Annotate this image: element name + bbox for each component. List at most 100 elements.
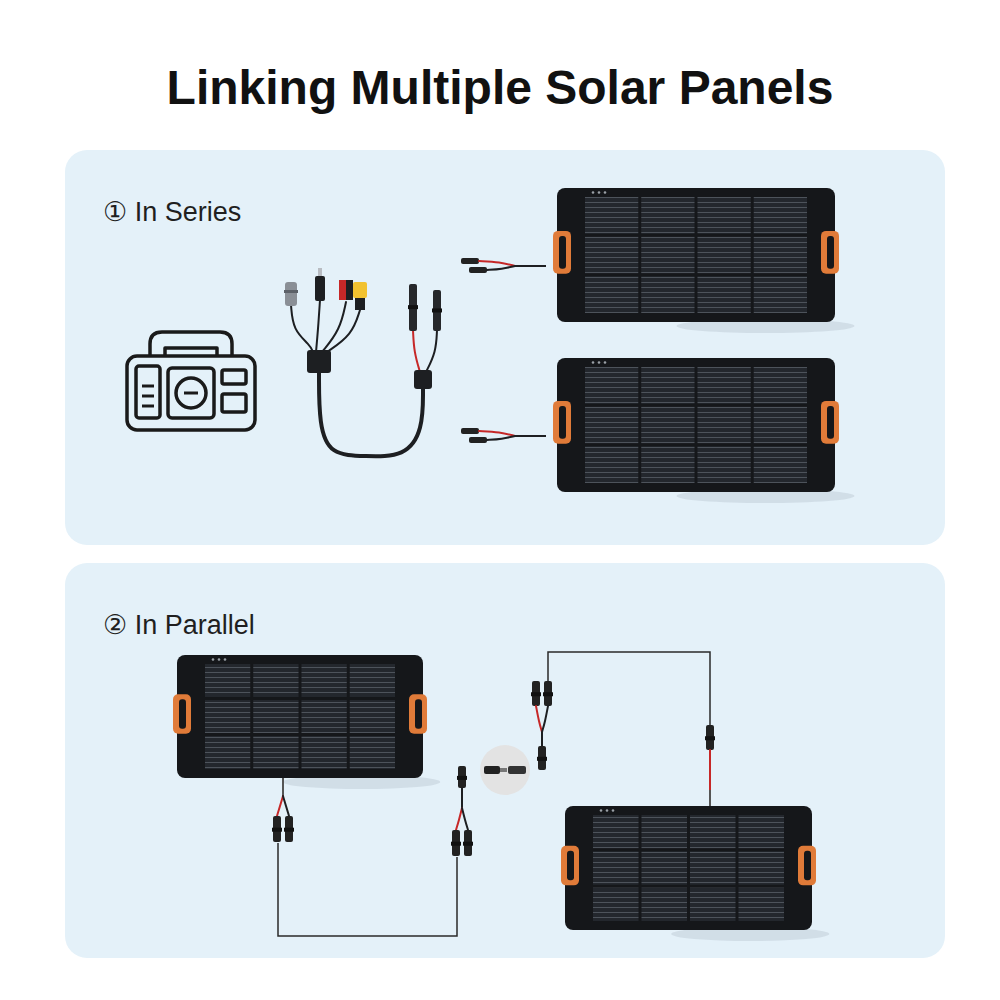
station-bar	[142, 405, 154, 408]
station-bar	[142, 395, 154, 398]
solar-panel	[557, 188, 835, 322]
solar-cell	[205, 736, 250, 769]
panel-dot	[598, 191, 601, 194]
panel-shadow	[283, 775, 440, 789]
mc4-connector	[461, 428, 479, 434]
mc4-collar	[457, 776, 467, 780]
panel-handle	[798, 846, 816, 886]
panel-dot	[606, 809, 609, 812]
mc4-connector	[285, 816, 293, 842]
solar-cell	[641, 407, 694, 444]
cable-line	[515, 435, 546, 437]
solar-cell	[641, 197, 694, 234]
wire	[327, 310, 360, 352]
solar-cell	[754, 446, 807, 483]
wire	[277, 796, 283, 816]
solar-cell	[641, 237, 694, 274]
solar-cell	[754, 197, 807, 234]
wire	[462, 808, 468, 830]
station-battery	[136, 366, 160, 418]
solar-cell	[698, 446, 751, 483]
cable	[319, 372, 423, 456]
mc4-connector	[458, 766, 466, 788]
solar-cell	[698, 367, 751, 404]
illustration-group	[127, 188, 854, 503]
mc4-connector	[452, 830, 460, 856]
panel-dot	[592, 361, 595, 364]
panel-handle	[821, 401, 839, 444]
aviation-plug-ring	[284, 290, 298, 293]
mc4-connector	[464, 830, 472, 856]
panel-handle-hole	[827, 406, 834, 439]
panel-handle-hole	[559, 406, 566, 439]
solar-cell	[593, 851, 639, 884]
station-dial-mark	[184, 392, 198, 395]
solar-cell	[641, 276, 694, 313]
mc4-collar	[432, 308, 442, 312]
wire	[479, 261, 515, 266]
solar-cell	[302, 664, 347, 697]
solar-cell	[205, 664, 250, 697]
station-port	[222, 394, 246, 412]
panel-handle-hole	[415, 699, 422, 728]
mc4-tip	[500, 768, 507, 772]
wire	[426, 330, 437, 372]
illustration-group	[173, 652, 829, 941]
wire	[316, 300, 320, 352]
station-dial	[176, 378, 206, 408]
panel-handle-hole	[827, 236, 834, 269]
junction-box	[414, 370, 432, 389]
wire	[487, 266, 515, 270]
mc4-collar	[543, 692, 553, 696]
panel-shadow	[677, 319, 855, 333]
dc-plug	[315, 276, 325, 301]
section-heading: ① In Series	[103, 196, 241, 228]
station-port	[222, 370, 246, 384]
section-panel: ② In Parallel	[65, 563, 945, 958]
solar-cell	[690, 851, 736, 884]
mc4-connector	[508, 766, 526, 774]
panel-dot	[604, 361, 607, 364]
panel-dot	[218, 658, 221, 661]
mc4-collar	[284, 828, 294, 832]
station-body	[127, 356, 255, 430]
mc4-connector	[433, 290, 441, 331]
panel-dot	[600, 809, 603, 812]
panel-handle	[821, 231, 839, 274]
solar-cell	[642, 851, 688, 884]
solar-cell	[754, 276, 807, 313]
mc4-connector	[461, 258, 479, 264]
solar-cell	[585, 276, 638, 313]
mc4-connector	[538, 746, 546, 770]
mc4-connector	[469, 267, 487, 273]
solar-cell	[350, 664, 395, 697]
mc4-connector	[706, 725, 714, 750]
solar-cell	[302, 736, 347, 769]
junction-box	[307, 350, 331, 373]
solar-cell	[698, 407, 751, 444]
mc4-connector	[484, 766, 500, 774]
aviation-plug	[285, 282, 297, 306]
cable-line	[548, 652, 710, 725]
mc4-collar	[531, 692, 541, 696]
solar-cell	[690, 815, 736, 848]
panel-dot	[612, 809, 615, 812]
panel-shadow	[671, 927, 829, 941]
mc4-collar	[537, 757, 547, 761]
xt60-base	[355, 298, 365, 310]
solar-cell	[754, 367, 807, 404]
solar-cell	[739, 888, 785, 921]
dc-plug-tip	[318, 268, 322, 277]
panel-dot	[598, 361, 601, 364]
cable-line	[709, 790, 711, 806]
wire	[542, 706, 548, 732]
wire	[322, 302, 346, 352]
wire	[709, 750, 711, 790]
station-screen	[168, 368, 214, 418]
mc4-collar	[272, 828, 282, 832]
panel-handle-hole	[567, 851, 574, 881]
solar-cell	[593, 815, 639, 848]
panel-handle	[553, 231, 571, 274]
wire	[413, 330, 420, 372]
